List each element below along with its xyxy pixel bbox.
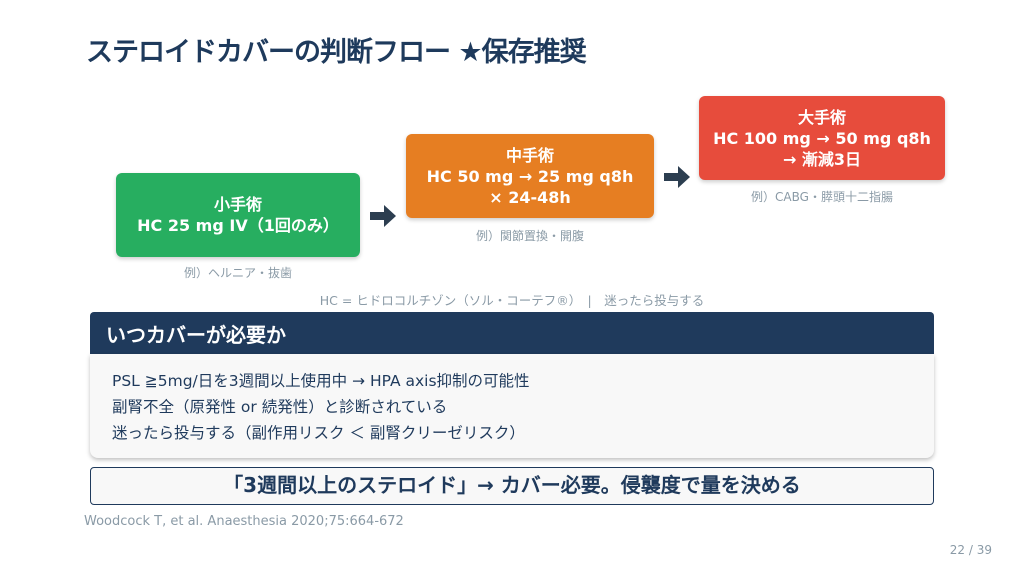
conclusion-box: 「3週間以上のステロイド」→ カバー必要。侵襲度で量を決める [90,467,934,505]
moderate-surgery-box: 中手術 HC 50 mg → 25 mg q8h × 24-48h [406,134,654,218]
criteria-item: 副腎不全（原発性 or 続発性）と診断されている [112,398,448,416]
box-dose: HC 25 mg IV（1回のみ） [137,216,339,235]
box-dose: HC 100 mg → 50 mg q8h [713,128,931,148]
criteria-item: PSL ≧5mg/日を3週間以上使用中 → HPA axis抑制の可能性 [112,372,530,390]
slide-title: ステロイドカバーの判断フロー ★保存推奨 [86,37,587,68]
criteria-item: 迷ったら投与する（副作用リスク ＜ 副腎クリーゼリスク） [112,424,525,442]
box-title: 中手術 [505,145,554,165]
box-taper: → 漸減3日 [782,149,862,169]
box-title: 小手術 [213,195,262,214]
minor-surgery-box: 小手術 HC 25 mg IV（1回のみ） [116,173,360,257]
box-title: 大手術 [797,107,846,127]
moderate-example: 例）関節置換・開腹 [475,229,584,243]
major-surgery-box: 大手術 HC 100 mg → 50 mg q8h → 漸減3日 [699,96,945,180]
major-example: 例）CABG・膵頭十二指腸 [751,190,893,204]
arrow-right-icon [370,205,396,227]
citation: Woodcock T, et al. Anaesthesia 2020;75:6… [84,514,404,529]
box-dose: HC 50 mg → 25 mg q8h [426,166,634,186]
arrow-right-icon [664,166,690,188]
page-number: 22 / 39 [949,543,992,557]
criteria-card: PSL ≧5mg/日を3週間以上使用中 → HPA axis抑制の可能性 副腎不… [90,354,934,458]
hc-note: HC = ヒドロコルチゾン（ソル・コーテフ®） | 迷ったら投与する [319,293,705,308]
section-header: いつカバーが必要か [90,312,934,354]
minor-example: 例）ヘルニア・抜歯 [183,266,292,280]
box-duration: × 24-48h [489,187,571,207]
